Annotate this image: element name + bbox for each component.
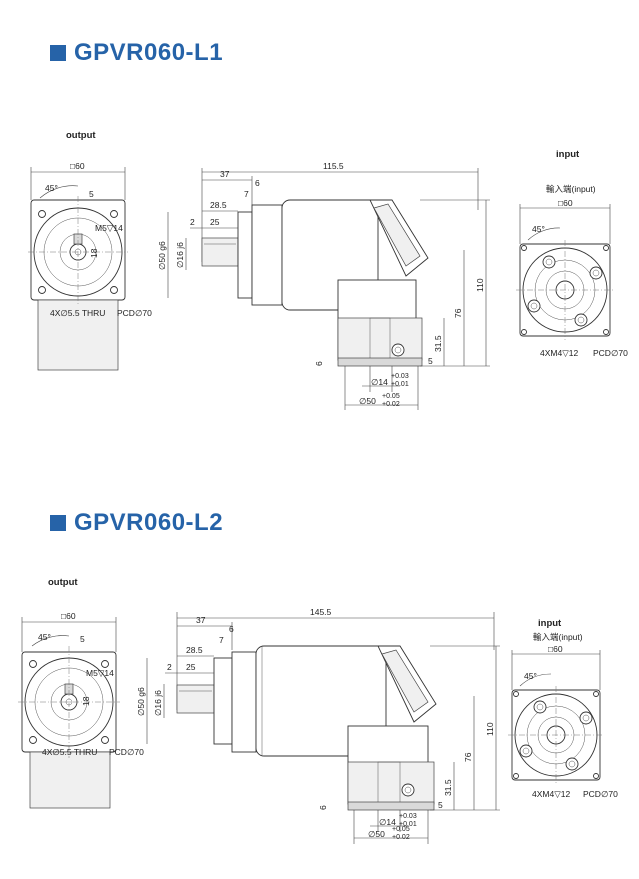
- dim-b-50-tol-dn: +0.02: [382, 401, 400, 408]
- dim-out-angle: 45°: [38, 632, 51, 642]
- dim-len-6: 6: [229, 624, 234, 634]
- dim-out-holes: 4X∅5.5 THRU: [50, 308, 105, 318]
- output-flange-view: □60 45° 5 M5▽14 18 4X∅5.5 THRU PCD∅70: [28, 161, 152, 371]
- title-square-icon: [50, 45, 66, 61]
- dim-out-5: 5: [80, 634, 85, 644]
- dim-out-18: 18: [81, 696, 91, 706]
- dim-b-14: ∅14: [379, 817, 396, 827]
- output-label: output: [48, 577, 78, 588]
- dim-in-square: □60: [558, 198, 573, 208]
- dim-b-14: ∅14: [371, 377, 388, 387]
- input-label: input: [556, 149, 580, 160]
- section-gpvr060-l1: GPVR060-L1 output input □60 45° 5: [28, 39, 628, 410]
- dim-h-76: 76: [463, 752, 473, 762]
- dim-h-110: 110: [475, 278, 485, 292]
- dim-in-holes: 4XM4▽12: [532, 789, 570, 799]
- dim-len-25: 25: [186, 662, 196, 672]
- input-label: input: [538, 618, 562, 629]
- dim-out-square: □60: [70, 161, 85, 171]
- dim-out-holes: 4X∅5.5 THRU: [42, 747, 97, 757]
- dim-h-110: 110: [485, 722, 495, 736]
- dim-len-37: 37: [196, 615, 206, 625]
- dim-len-25: 25: [210, 217, 220, 227]
- dim-out-square: □60: [61, 611, 76, 621]
- input-sub-label: 輸入端(input): [533, 632, 583, 642]
- dim-h-31-5: 31.5: [443, 779, 453, 796]
- dim-len-37: 37: [220, 169, 230, 179]
- output-flange-view: □60 45° 5 M5▽14 18 4X∅5.5 THRU PCD∅70: [18, 611, 144, 809]
- drawing-l2: □60 45° 5 M5▽14 18 4X∅5.5 THRU PCD∅70: [18, 607, 618, 844]
- dim-b-6: 6: [314, 361, 324, 366]
- title-text: GPVR060-L2: [74, 509, 224, 536]
- dim-dia-16: ∅16 j6: [153, 690, 163, 716]
- dim-len-total: 115.5: [323, 161, 344, 171]
- dim-in-pcd: PCD∅70: [593, 348, 628, 358]
- section-title: GPVR060-L1: [50, 39, 224, 66]
- dim-h-31-5: 31.5: [433, 335, 443, 352]
- section-title: GPVR060-L2: [50, 509, 224, 536]
- dim-b-50: ∅50: [359, 396, 376, 406]
- dim-len-2: 2: [190, 217, 195, 227]
- dim-out-5: 5: [89, 189, 94, 199]
- section-gpvr060-l2: GPVR060-L2 output input □60 45° 5: [0, 440, 639, 879]
- dim-len-7: 7: [244, 189, 249, 199]
- dim-len-28-5: 28.5: [210, 200, 227, 210]
- input-flange-view: 輸入端(input) □60 45° 4XM4▽12 PCD∅70: [508, 632, 618, 799]
- dim-b-5: 5: [428, 356, 433, 366]
- dim-b-50-tol-up: +0.05: [392, 826, 410, 833]
- dim-len-2: 2: [167, 662, 172, 672]
- dim-b-50: ∅50: [368, 829, 385, 839]
- dim-h-76: 76: [453, 308, 463, 318]
- dim-b-14-tol-dn: +0.01: [399, 821, 417, 828]
- title-text: GPVR060-L1: [74, 39, 224, 66]
- title-square-icon: [50, 515, 66, 531]
- dim-dia-16: ∅16 j6: [175, 242, 185, 268]
- dim-b-50-tol-up: +0.05: [382, 393, 400, 400]
- dim-in-angle: 45°: [532, 224, 545, 234]
- side-view: 115.5 37 6 7 28.5 2 25 ∅50 g6 ∅16 j6: [157, 161, 490, 410]
- input-sub-label: 輸入端(input): [546, 184, 596, 194]
- dim-in-square: □60: [548, 644, 563, 654]
- dim-out-pcd: PCD∅70: [117, 308, 152, 318]
- dim-b-6: 6: [318, 805, 328, 810]
- dim-dia-50: ∅50 g6: [157, 241, 167, 270]
- dim-out-m5: M5▽14: [86, 668, 114, 678]
- dim-b-50-tol-dn: +0.02: [392, 834, 410, 841]
- dim-len-28-5: 28.5: [186, 645, 203, 655]
- dim-out-m5: M5▽14: [95, 223, 123, 233]
- dim-out-18: 18: [89, 248, 99, 258]
- dim-in-pcd: PCD∅70: [583, 789, 618, 799]
- dim-out-pcd: PCD∅70: [109, 747, 144, 757]
- dim-b-14-tol-up: +0.03: [399, 813, 417, 820]
- dim-len-7: 7: [219, 635, 224, 645]
- side-view: 145.5 37 6 7 28.5 2 25 ∅50 g6 ∅16 j6: [136, 607, 500, 844]
- dim-in-holes: 4XM4▽12: [540, 348, 578, 358]
- dim-b-14-tol-dn: +0.01: [391, 381, 409, 388]
- input-flange-view: 輸入端(input) □60 45° 4XM4▽12 PCD∅70: [516, 184, 628, 358]
- dim-len-6: 6: [255, 178, 260, 188]
- dim-out-angle: 45°: [45, 183, 58, 193]
- dim-in-angle: 45°: [524, 671, 537, 681]
- dim-b-5: 5: [438, 800, 443, 810]
- output-label: output: [66, 130, 96, 141]
- drawing-l1: □60 45° 5 M5▽14 18 4X∅5.5 THRU PCD∅70: [28, 161, 628, 410]
- dim-len-total: 145.5: [310, 607, 332, 617]
- dim-dia-50: ∅50 g6: [136, 687, 146, 716]
- dim-b-14-tol-up: +0.03: [391, 373, 409, 380]
